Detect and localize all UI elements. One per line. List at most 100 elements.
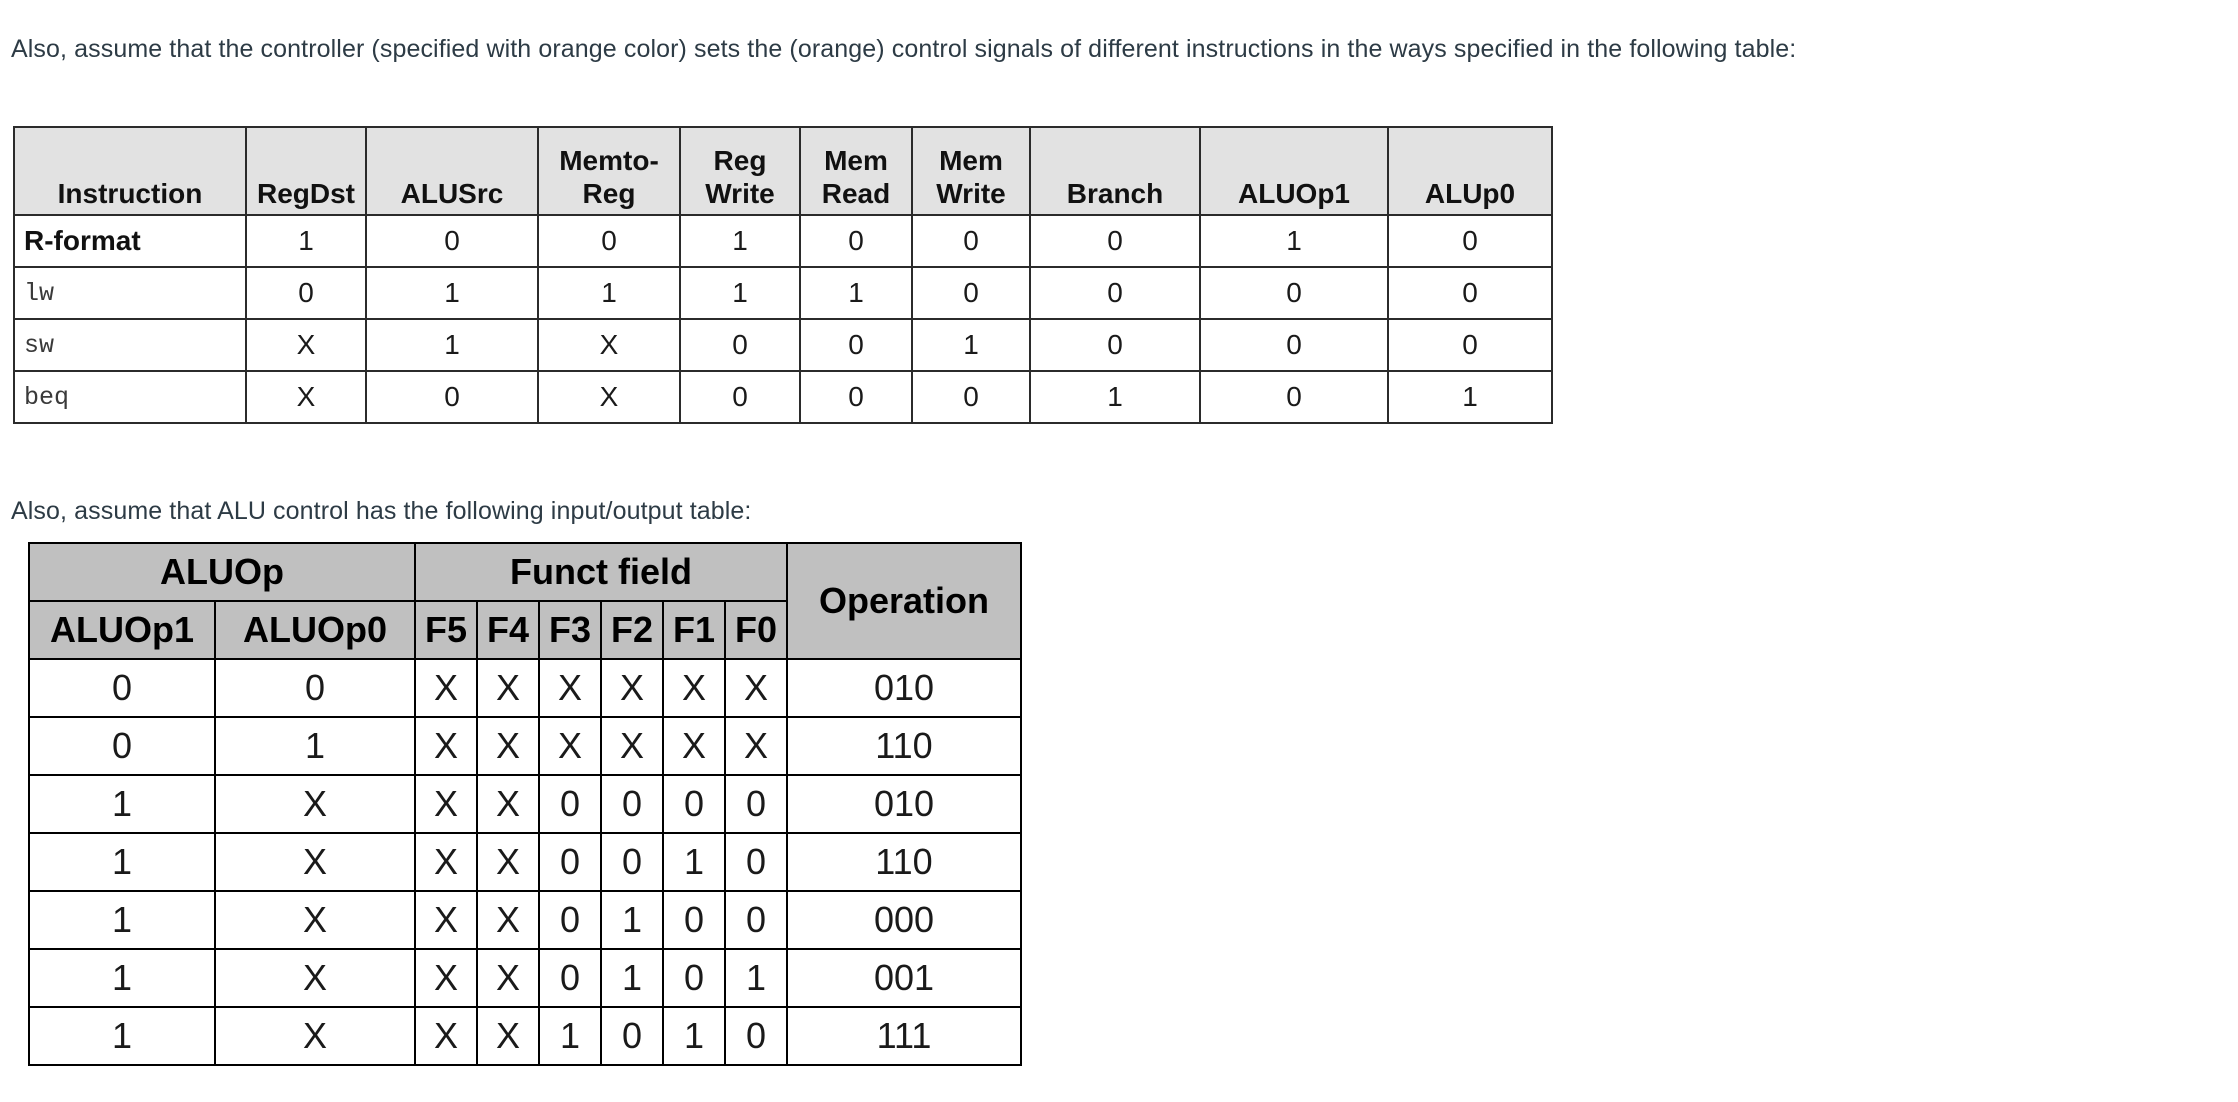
- row-instruction-label: lw: [13, 266, 247, 320]
- cell-aluop1: 1: [28, 890, 216, 950]
- header-line-bottom: Instruction: [57, 177, 203, 209]
- cell-f0: X: [724, 658, 788, 718]
- cell-memread: 0: [799, 214, 913, 268]
- cell-aluop0: X: [214, 774, 416, 834]
- cell-memwrite: 1: [911, 318, 1031, 372]
- cell-regdst: 1: [245, 214, 367, 268]
- header-line-bottom: ALUOp1: [1238, 177, 1350, 209]
- header-regdst: RegDst: [245, 126, 367, 216]
- cell-aluop0: X: [214, 832, 416, 892]
- cell-f3: X: [538, 658, 602, 718]
- cell-f3: 1: [538, 1006, 602, 1066]
- cell-regwrite: 0: [679, 370, 801, 424]
- cell-regwrite: 1: [679, 214, 801, 268]
- cell-aluop1: 0: [28, 716, 216, 776]
- table-row: beq X 0 X 0 0 0 1 0 1: [13, 370, 1553, 424]
- cell-f0: X: [724, 716, 788, 776]
- cell-alusrc: 1: [365, 266, 539, 320]
- cell-f3: 0: [538, 890, 602, 950]
- cell-memtoreg: 0: [537, 214, 681, 268]
- cell-f5: X: [414, 658, 478, 718]
- header-line-top: Mem: [824, 144, 888, 176]
- header-line-top: Reg: [713, 144, 767, 176]
- cell-f1: 0: [662, 890, 726, 950]
- header-memread: Mem Read: [799, 126, 913, 216]
- cell-aluop0: 1: [214, 716, 416, 776]
- cell-f3: X: [538, 716, 602, 776]
- alu-sub-header-row: ALUOp1 ALUOp0 F5 F4 F3 F2 F1 F0: [28, 600, 1021, 660]
- cell-aluop1: 1: [1199, 214, 1389, 268]
- cell-f1: 1: [662, 1006, 726, 1066]
- cell-aluop1: 1: [28, 832, 216, 892]
- cell-operation: 010: [786, 774, 1022, 834]
- header-line-bottom: Branch: [1066, 177, 1164, 209]
- row-instruction-label: beq: [13, 370, 247, 424]
- cell-aluop1: 0: [1199, 266, 1389, 320]
- cell-regdst: X: [245, 370, 367, 424]
- cell-aluop1: 1: [28, 774, 216, 834]
- cell-aluop0: X: [214, 890, 416, 950]
- header-f0: F0: [724, 600, 788, 660]
- alu-control-table: ALUOp Funct field Operation ALUOp1 ALUOp…: [28, 542, 1022, 1066]
- cell-regdst: X: [245, 318, 367, 372]
- cell-aluop1: 0: [1199, 318, 1389, 372]
- cell-operation: 000: [786, 890, 1022, 950]
- cell-f3: 0: [538, 774, 602, 834]
- cell-f4: X: [476, 948, 540, 1008]
- cell-f5: X: [414, 1006, 478, 1066]
- header-aluop1: ALUOp1: [1199, 126, 1389, 216]
- header-f5: F5: [414, 600, 478, 660]
- cell-memwrite: 0: [911, 266, 1031, 320]
- control-signal-header-row: Instruction RegDst ALUSrc Memto- Reg Reg…: [13, 126, 1553, 216]
- table-row: 1 X X X 0 0 1 0 110: [28, 832, 1022, 892]
- cell-alup0: 0: [1387, 214, 1553, 268]
- alu-control-paragraph: Also, assume that ALU control has the fo…: [11, 497, 752, 525]
- header-line-top: Memto-: [559, 144, 659, 176]
- cell-f0: 0: [724, 1006, 788, 1066]
- header-aluop1: ALUOp1: [28, 600, 216, 660]
- table-row: lw 0 1 1 1 1 0 0 0 0: [13, 266, 1553, 320]
- header-alup0: ALUp0: [1387, 126, 1553, 216]
- cell-aluop0: X: [214, 1006, 416, 1066]
- cell-aluop0: X: [214, 948, 416, 1008]
- table-row: 1 X X X 0 1 0 0 000: [28, 890, 1022, 950]
- cell-f1: 0: [662, 948, 726, 1008]
- cell-f5: X: [414, 774, 478, 834]
- header-memwrite: Mem Write: [911, 126, 1031, 216]
- cell-f4: X: [476, 832, 540, 892]
- cell-aluop1: 0: [1199, 370, 1389, 424]
- cell-f2: 0: [600, 1006, 664, 1066]
- cell-f3: 0: [538, 832, 602, 892]
- header-f2: F2: [600, 600, 664, 660]
- cell-branch: 1: [1029, 370, 1201, 424]
- table-row: 0 1 X X X X X X 110: [28, 716, 1022, 776]
- cell-f4: X: [476, 774, 540, 834]
- cell-memwrite: 0: [911, 370, 1031, 424]
- cell-f2: 1: [600, 890, 664, 950]
- cell-branch: 0: [1029, 318, 1201, 372]
- cell-f1: 0: [662, 774, 726, 834]
- header-alusrc: ALUSrc: [365, 126, 539, 216]
- cell-operation: 110: [786, 716, 1022, 776]
- cell-memread: 0: [799, 370, 913, 424]
- control-signal-table: Instruction RegDst ALUSrc Memto- Reg Reg…: [13, 126, 1553, 424]
- cell-f2: 1: [600, 948, 664, 1008]
- cell-memtoreg: X: [537, 370, 681, 424]
- cell-alusrc: 0: [365, 370, 539, 424]
- header-line-bottom: Read: [821, 177, 891, 209]
- cell-f5: X: [414, 890, 478, 950]
- header-line-bottom: Write: [705, 177, 775, 209]
- row-instruction-label: R-format: [13, 214, 247, 268]
- cell-alup0: 0: [1387, 266, 1553, 320]
- cell-alup0: 0: [1387, 318, 1553, 372]
- cell-f0: 0: [724, 774, 788, 834]
- cell-operation: 001: [786, 948, 1022, 1008]
- cell-f0: 0: [724, 890, 788, 950]
- cell-f2: 0: [600, 774, 664, 834]
- cell-f2: 0: [600, 832, 664, 892]
- header-regwrite: Reg Write: [679, 126, 801, 216]
- header-f3: F3: [538, 600, 602, 660]
- cell-f1: X: [662, 716, 726, 776]
- header-line-bottom: RegDst: [256, 177, 355, 209]
- cell-memwrite: 0: [911, 214, 1031, 268]
